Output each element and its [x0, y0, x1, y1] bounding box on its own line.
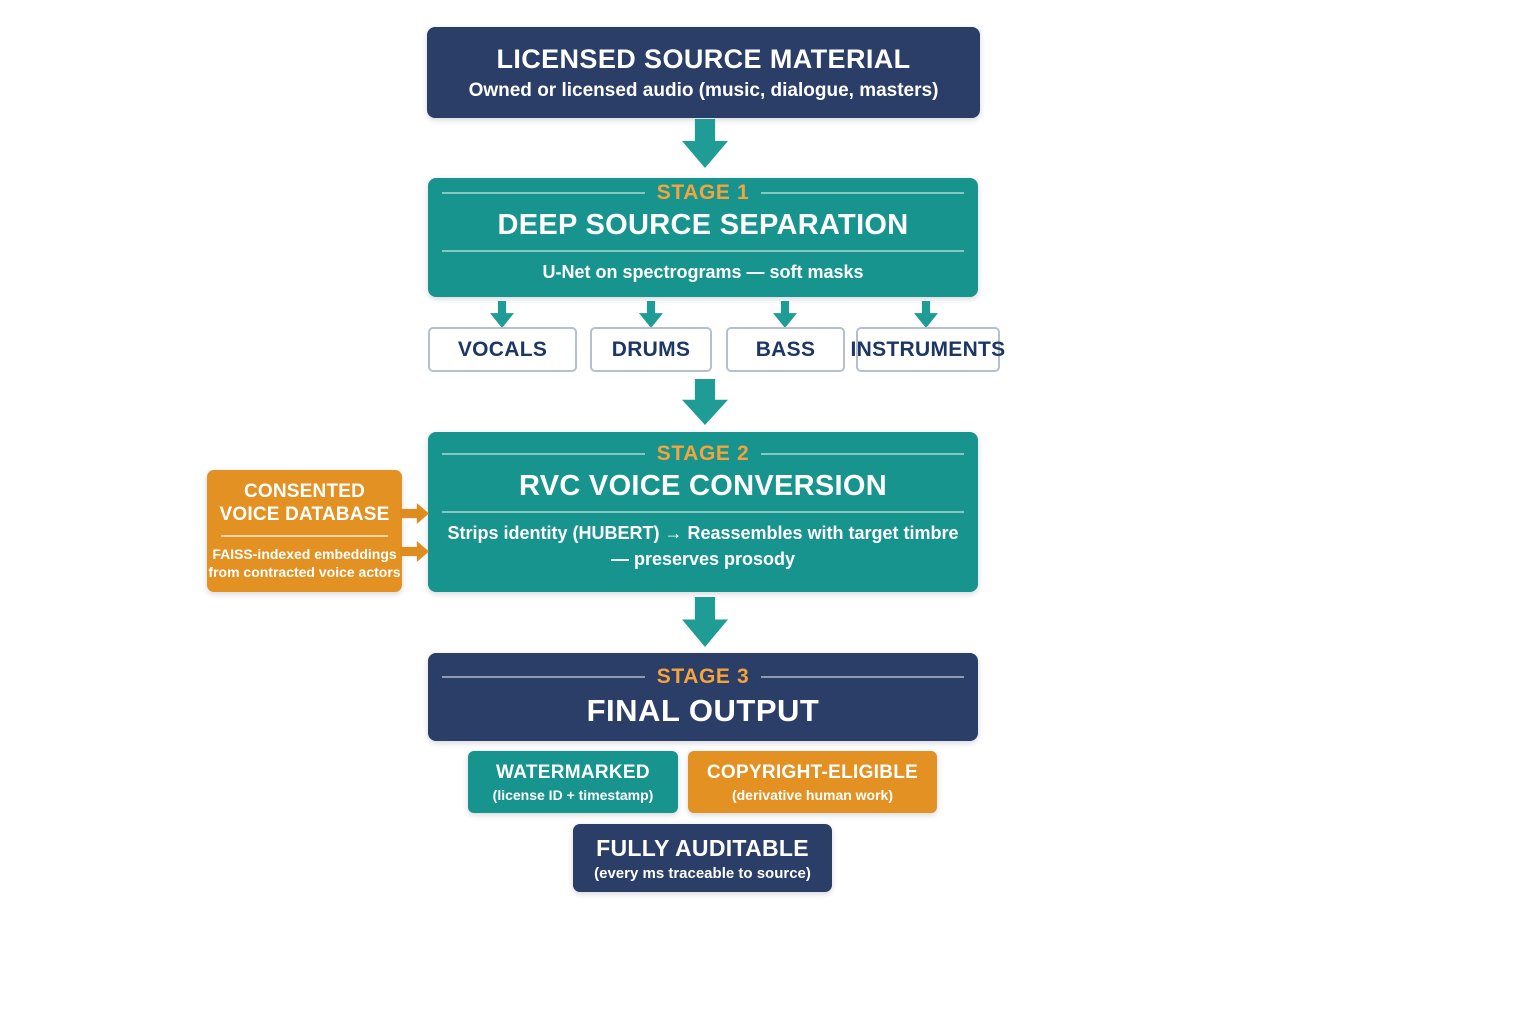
divider-line [442, 676, 645, 678]
copyright-eligible-title: COPYRIGHT-ELIGIBLE [706, 761, 919, 783]
divider-line [761, 192, 964, 195]
arrow-right-icon [400, 503, 429, 524]
voice-database-title-line1: CONSENTED [243, 481, 366, 503]
divider-line [442, 250, 964, 253]
arrow-down-icon [682, 119, 728, 168]
fully-auditable-title: FULLY AUDITABLE [596, 834, 809, 861]
arrow-down-icon [682, 379, 728, 425]
voice-database-box: CONSENTED VOICE DATABASE FAISS-indexed e… [207, 470, 402, 592]
copyright-eligible-subtitle: (derivative human work) [731, 786, 894, 803]
divider-line [442, 510, 964, 513]
licensed-source-subtitle: Owned or licensed audio (music, dialogue… [468, 80, 939, 102]
stem-box-bass: BASS [726, 327, 845, 372]
stage2-subtitle-line2: — preserves prosody [610, 549, 796, 569]
voice-database-title-line2: VOICE DATABASE [219, 503, 390, 525]
stage2-subtitle-line1: Strips identity (HUBERT) → Reassembles w… [447, 522, 959, 543]
divider-line [442, 192, 645, 195]
stage2-label: STAGE 2 [656, 441, 750, 465]
stem-box-drums: DRUMS [590, 327, 712, 372]
divider-line [761, 452, 964, 455]
watermarked-subtitle: (license ID + timestamp) [492, 786, 654, 803]
stem-box-vocals: VOCALS [428, 327, 577, 372]
arrow-down-icon [682, 597, 728, 647]
watermarked-title: WATERMARKED [496, 761, 650, 783]
voice-database-subtitle-line1: FAISS-indexed embeddings [212, 545, 397, 562]
arrow-down-icon [639, 301, 663, 328]
arrow-down-icon [914, 301, 938, 328]
divider-line [221, 534, 388, 537]
stem-box-instruments: INSTRUMENTS [851, 327, 1005, 372]
stage1-label: STAGE 1 [656, 181, 750, 205]
stage1-box: STAGE 1 DEEP SOURCE SEPARATION U-Net on … [428, 178, 978, 297]
stage3-title: FINAL OUTPUT [586, 693, 820, 728]
licensed-source-box: LICENSED SOURCE MATERIAL Owned or licens… [427, 27, 980, 118]
stage1-subtitle: U-Net on spectrograms — soft masks [542, 262, 864, 283]
fully-auditable-subtitle: (every ms traceable to source) [594, 864, 811, 882]
watermarked-box: WATERMARKED (license ID + timestamp) [468, 751, 678, 813]
stage2-label-row: STAGE 2 [428, 442, 978, 466]
stage2-box: STAGE 2 RVC VOICE CONVERSION Strips iden… [428, 432, 978, 592]
stage3-label: STAGE 3 [656, 665, 750, 688]
copyright-eligible-box: COPYRIGHT-ELIGIBLE (derivative human wor… [688, 751, 937, 813]
voice-database-subtitle-line2: from contracted voice actors [208, 563, 401, 580]
licensed-source-title: LICENSED SOURCE MATERIAL [496, 43, 911, 74]
stage2-title: RVC VOICE CONVERSION [518, 469, 888, 502]
stage1-label-row: STAGE 1 [428, 181, 978, 205]
arrow-right-icon [400, 541, 429, 562]
divider-line [761, 676, 964, 678]
arrow-down-icon [490, 301, 514, 328]
divider-line [442, 452, 645, 455]
stage3-label-row: STAGE 3 [428, 665, 978, 689]
stage3-box: STAGE 3 FINAL OUTPUT [428, 653, 978, 741]
arrow-down-icon [773, 301, 797, 328]
fully-auditable-box: FULLY AUDITABLE (every ms traceable to s… [573, 824, 832, 892]
stage1-title: DEEP SOURCE SEPARATION [497, 209, 909, 242]
